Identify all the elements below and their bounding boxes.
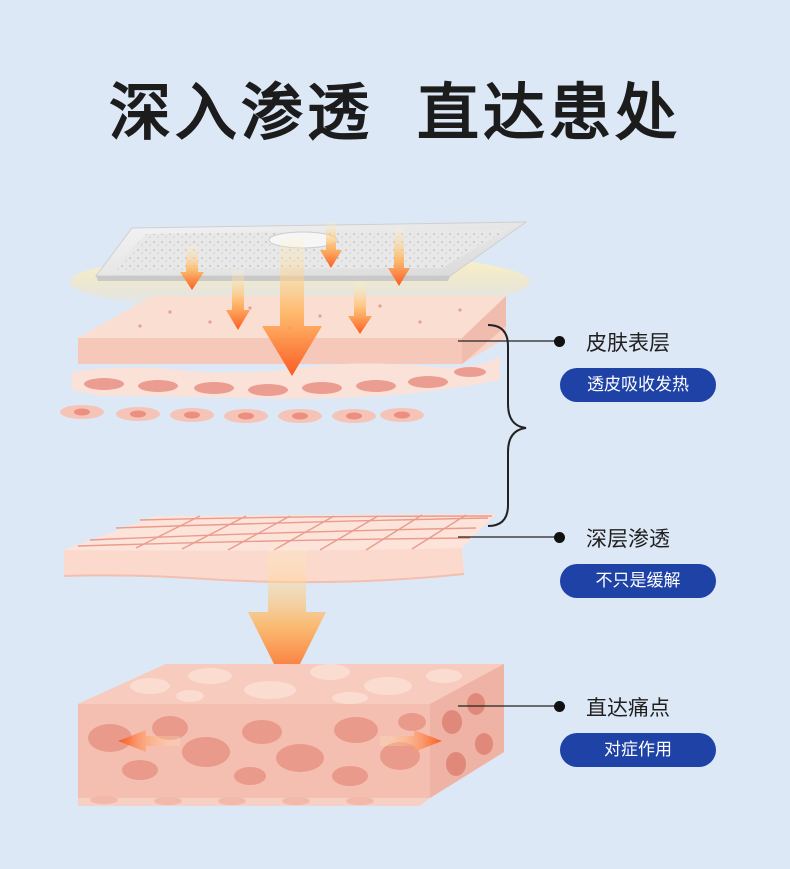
title-part-1: 深入渗透 <box>108 76 373 149</box>
layer-label-surface: 皮肤表层 <box>586 331 670 355</box>
leader-dot-2 <box>554 532 565 543</box>
deep-heat-arrow <box>248 548 326 690</box>
heat-arrows <box>180 222 410 376</box>
layer-tag-target: 对症作用 <box>560 733 716 767</box>
layer-tag-surface: 透皮吸收发热 <box>560 368 716 402</box>
leader-dot-1 <box>554 336 565 347</box>
deep-tissue-block <box>78 664 504 806</box>
layer-bracket <box>487 324 527 527</box>
spread-arrow-left <box>118 730 180 752</box>
title-part-2: 直达患处 <box>417 76 682 149</box>
heat-plaster <box>95 221 528 281</box>
layer-tag-deep: 不只是缓解 <box>560 564 716 598</box>
spread-arrow-right <box>380 730 442 752</box>
layer-label-target: 直达痛点 <box>586 696 670 720</box>
leader-dot-3 <box>554 701 565 712</box>
layer-label-deep: 深层渗透 <box>586 527 670 551</box>
page-title: 深入渗透直达患处 <box>0 62 790 152</box>
cell-layer <box>60 356 500 423</box>
